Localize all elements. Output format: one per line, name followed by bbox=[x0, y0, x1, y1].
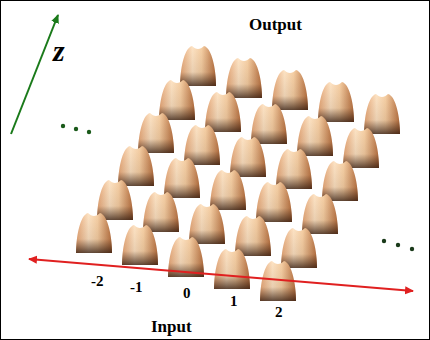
waveguide-index: 0 bbox=[183, 286, 191, 301]
axis-label: z bbox=[53, 36, 65, 66]
waveguide-index: -1 bbox=[130, 280, 143, 295]
waveguide-index: -2 bbox=[91, 274, 104, 289]
input-label: Input bbox=[151, 318, 192, 335]
waveguide-index: 2 bbox=[275, 305, 283, 320]
output-label: Output bbox=[249, 16, 302, 33]
waveguide-index: 1 bbox=[230, 294, 238, 309]
